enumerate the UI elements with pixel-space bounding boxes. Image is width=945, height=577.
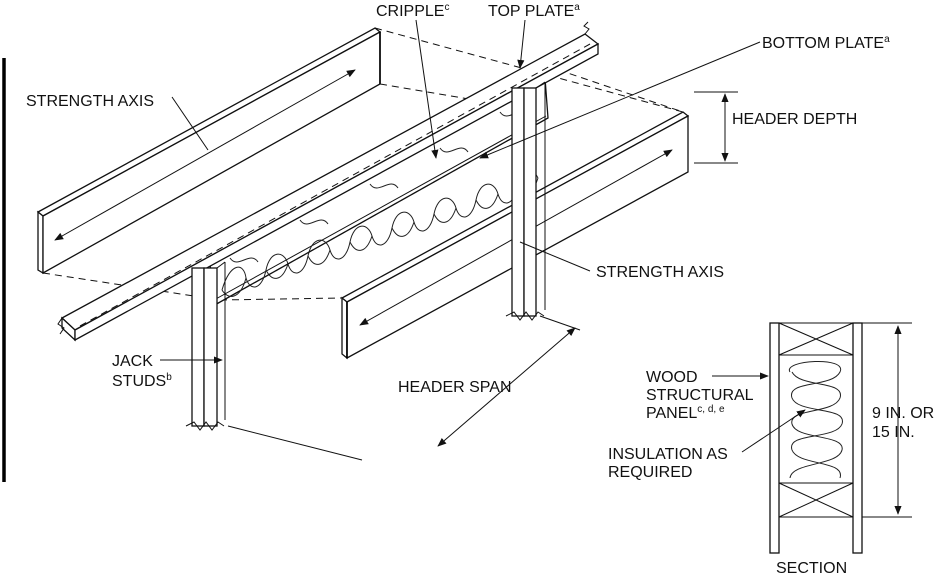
section-detail <box>712 322 912 554</box>
bottom-plate-label: BOTTOM PLATEa <box>762 34 890 52</box>
insulation-label-line2: REQUIRED <box>608 464 692 481</box>
header-span-label: HEADER SPAN <box>398 379 512 396</box>
strength-axis-label-right: STRENGTH AXIS <box>596 264 724 281</box>
header-depth-dimension <box>694 91 738 164</box>
header-depth-label: HEADER DEPTH <box>732 111 857 128</box>
jack-stud-right <box>505 81 546 321</box>
header-span-dimension <box>227 315 581 461</box>
insulation-coils <box>221 111 539 297</box>
jack-studs-label-line1: JACK <box>112 353 153 370</box>
wood-panel-label-line3: PANELc, d, e <box>646 404 725 422</box>
top-plate <box>57 21 600 342</box>
jack-studs-label-line2: STUDSb <box>112 372 172 390</box>
section-dimension-line1: 9 IN. OR <box>872 405 934 422</box>
cripple-label: CRIPPLEc <box>376 2 449 20</box>
bottom-plate-leader <box>479 41 761 159</box>
insulation-label-line1: INSULATION AS <box>608 446 728 463</box>
wood-panel-label-line1: WOOD <box>646 369 698 386</box>
top-plate-label: TOP PLATEa <box>488 2 580 20</box>
section-dimension-line2: 15 IN. <box>872 424 915 441</box>
section-insulation <box>789 361 843 479</box>
wood-panel-label-line2: STRUCTURAL <box>646 387 754 404</box>
section-title: SECTION <box>776 560 847 577</box>
back-structural-panel <box>36 27 476 301</box>
strength-axis-arrow-left <box>54 69 356 241</box>
strength-axis-label-left: STRENGTH AXIS <box>26 93 154 110</box>
jack-stud-left <box>185 261 226 431</box>
